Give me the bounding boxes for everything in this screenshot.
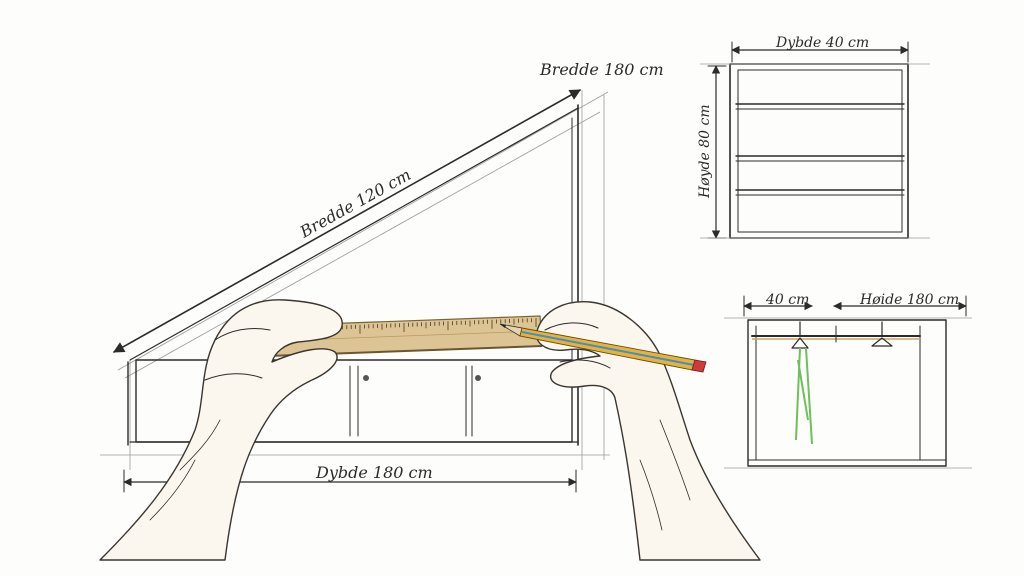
shelf-drawing: Dybde 40 cm Høyde 80 cm <box>697 35 930 239</box>
label-shelf-height: Høyde 80 cm <box>697 104 713 199</box>
label-slope-width: Bredde 120 cm <box>296 165 414 242</box>
wardrobe-drawing: 40 cm Høide 180 cm <box>724 292 972 469</box>
door-knob <box>363 375 369 381</box>
left-hand <box>99 299 343 561</box>
label-top-width: Bredde 180 cm <box>539 60 664 79</box>
label-shelf-depth: Dybde 40 cm <box>775 35 869 51</box>
sloped-cabinet-drawing: Bredde 180 cm Bredde 120 cm Dybde 180 cm <box>100 60 664 493</box>
pencil <box>499 323 707 373</box>
label-wardrobe-height: Høide 180 cm <box>859 292 959 308</box>
label-wardrobe-depth: 40 cm <box>765 292 809 308</box>
right-hand <box>535 301 761 561</box>
label-bottom-depth: Dybde 180 cm <box>315 463 433 482</box>
door-knob <box>475 375 481 381</box>
